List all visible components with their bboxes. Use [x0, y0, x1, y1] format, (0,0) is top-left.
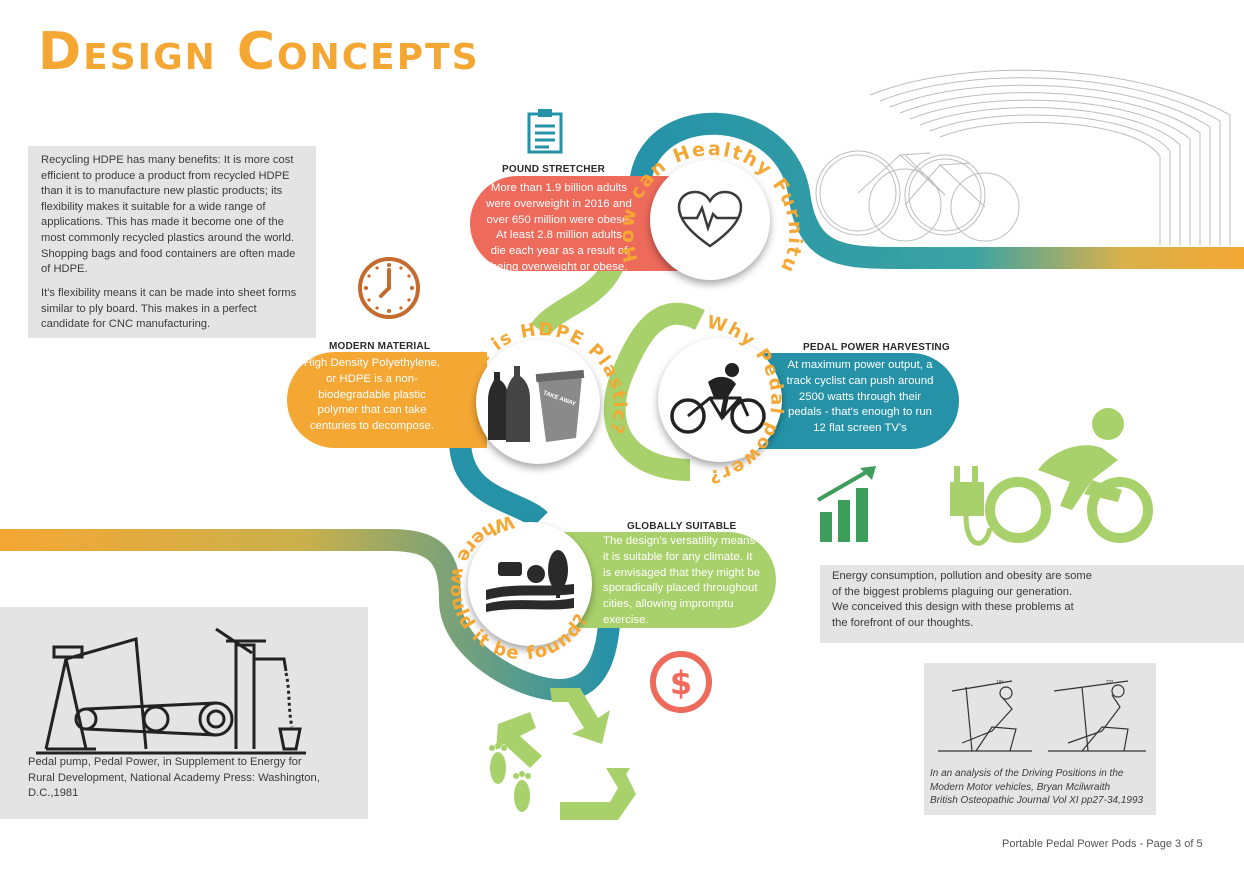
plug-bike-icon: [950, 408, 1153, 546]
bottles-icon: [488, 366, 585, 442]
intro-paragraph-1: Recycling HDPE has many benefits: It is …: [41, 154, 296, 276]
dollar-icon: $: [650, 651, 712, 713]
angle-label-right: 22°: [1106, 680, 1114, 686]
energy-text: Energy consumption, pollution and obesit…: [832, 570, 1092, 629]
recycle-icon: [496, 688, 636, 820]
pump-box: Pedal pump, Pedal Power, in Supplement t…: [0, 607, 368, 819]
page-footer: Portable Pedal Power Pods - Page 3 of 5: [1002, 838, 1203, 850]
svg-text:$: $: [670, 664, 692, 702]
driving-box: 18° 22° In an analysis of the Driving Po…: [924, 663, 1156, 815]
driving-position-sketch: [938, 680, 1146, 752]
intro-paragraph-2: It's flexibility means it can be made in…: [41, 287, 297, 331]
globally-suitable-arc-label: Where would it be found?: [445, 510, 593, 664]
svg-text:Why Pedal power?: Why Pedal power?: [705, 312, 788, 488]
angle-label-left: 18°: [996, 680, 1004, 686]
pedal-power-text: At maximum power output, a track cyclist…: [786, 359, 934, 435]
park-icon: [486, 550, 574, 612]
modern-material-arc-label: What is HDPE Plastic?: [453, 319, 630, 437]
energy-box: Energy consumption, pollution and obesit…: [820, 565, 1244, 643]
modern-material-text: High Density Polyethylene, or HDPE is a …: [303, 357, 441, 433]
pump-caption: Pedal pump, Pedal Power, in Supplement t…: [28, 756, 320, 800]
clock-icon: [358, 257, 420, 319]
globally-suitable-text: The design's versatility means it is sui…: [603, 535, 761, 626]
globally-suitable-pill: [560, 532, 776, 628]
cyclist-icon: [670, 363, 766, 434]
modern-material-heading: MODERN MATERIAL: [329, 341, 431, 352]
pound-stretcher-heading: POUND STRETCHER: [502, 164, 606, 175]
driving-caption: In an analysis of the Driving Positions …: [930, 768, 1144, 807]
pound-stretcher-text: More than 1.9 billion adults were overwe…: [486, 182, 632, 273]
pedal-power-arc-label: Why Pedal power?: [705, 312, 788, 488]
footprints-icon: [489, 743, 531, 812]
heartbeat-icon: [677, 190, 743, 248]
svg-text:How can Healthy Furniture Help: How can Healthy Furniture Help?: [610, 120, 807, 277]
growth-chart-icon: [817, 466, 876, 542]
pedal-power-heading: PEDAL POWER HARVESTING: [803, 342, 950, 353]
pound-stretcher-arc-label: How can Healthy Furniture Help?: [610, 120, 807, 277]
pedal-pump-sketch: [36, 627, 306, 755]
cyclist-circle: [658, 338, 782, 462]
page-title: Design Concepts: [38, 22, 480, 82]
modern-material-pill: [287, 352, 487, 448]
clipboard-icon: [527, 109, 563, 154]
globally-suitable-heading: GLOBALLY SUITABLE: [627, 521, 737, 532]
bike-shelter-sketch: [815, 69, 1231, 245]
park-circle: [468, 522, 592, 646]
intro-box: Recycling HDPE has many benefits: It is …: [28, 146, 316, 338]
svg-text:What is HDPE Plastic?: What is HDPE Plastic?: [453, 319, 630, 437]
svg-text:Where would it be found?: Where would it be found?: [445, 510, 593, 664]
